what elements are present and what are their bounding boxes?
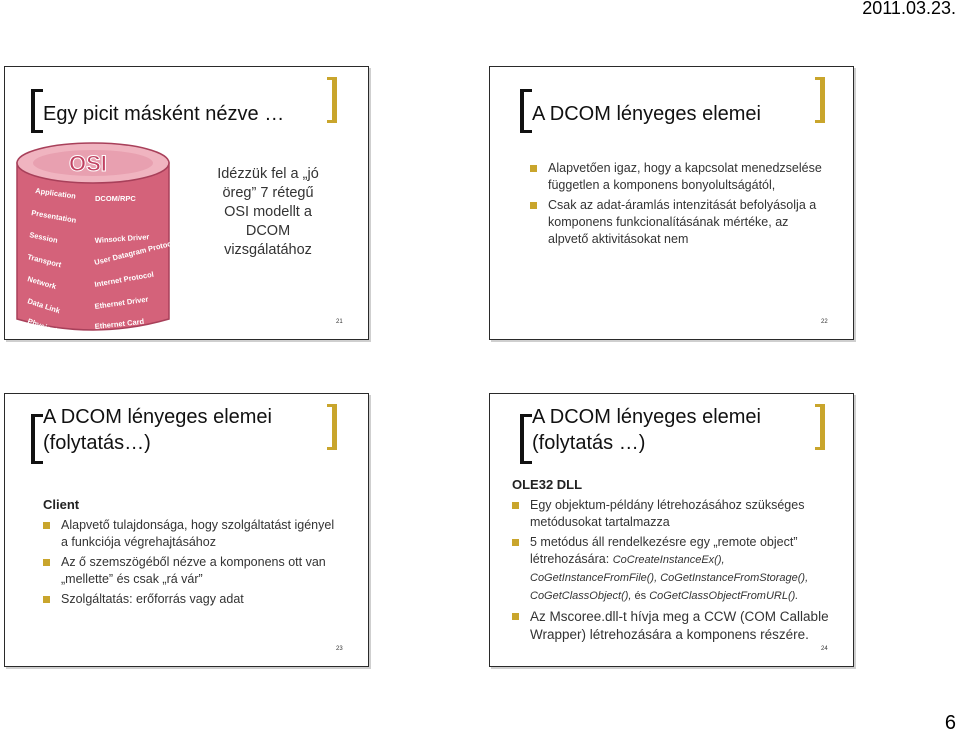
osi-cylinder-diagram: OSI Application Presentation Session Tra…: [16, 142, 173, 335]
slide-23: A DCOM lényeges elemei (folytatás…) Clie…: [4, 393, 369, 667]
slide-title-line1: A DCOM lényeges elemei: [532, 406, 761, 428]
slide-text: Idézzük fel a „jó öreg” 7 rétegű OSI mod…: [217, 166, 319, 258]
title-bracket-left: [520, 414, 532, 464]
bullet-list: Alapvető tulajdonsága, hogy szolgáltatás…: [43, 517, 343, 611]
slide-number: 22: [821, 319, 828, 325]
list-item-text: 5 metódus áll rendelkezésre egy „remote …: [530, 535, 798, 566]
title-bracket-left: [31, 414, 43, 464]
square-bullet-icon: [530, 202, 537, 209]
title-bracket-left: [31, 89, 43, 133]
page-number: 6: [944, 712, 956, 734]
conjunction-text: és: [634, 590, 650, 602]
osi-protocol-dcom-rpc: DCOM/RPC: [95, 194, 136, 203]
osi-protocol-winsock: Winsock Driver: [95, 232, 150, 245]
square-bullet-icon: [530, 165, 537, 172]
square-bullet-icon: [512, 502, 519, 509]
slide-title: Egy picit másként nézve …: [43, 103, 285, 125]
slide-22: A DCOM lényeges elemei Alapvetően igaz, …: [489, 66, 854, 340]
slide-title-line2: (folytatás …): [532, 432, 646, 454]
title-bracket-left: [520, 89, 532, 133]
slide-21: Egy picit másként nézve … OSI Applicatio…: [4, 66, 369, 340]
section-heading: OLE32 DLL: [512, 477, 583, 492]
list-item-text: Szolgáltatás: erőforrás vagy adat: [61, 592, 244, 606]
slide-title: A DCOM lényeges elemei: [532, 103, 761, 125]
list-item: Az ő szemszögéből nézve a komponens ott …: [43, 554, 343, 588]
list-item: Szolgáltatás: erőforrás vagy adat: [43, 591, 343, 608]
slide-title-line1: A DCOM lényeges elemei: [43, 406, 272, 428]
bullet-list: Egy objektum-példány létrehozásához szük…: [512, 497, 842, 647]
osi-cylinder-body: [16, 162, 170, 331]
osi-cylinder-top-inner: [33, 150, 153, 176]
list-item-text: Alapvetően igaz, hogy a kapcsolat menedz…: [548, 161, 822, 192]
method-list-text: CoCreateInstanceEx(), CoGetInstanceFromF…: [530, 554, 809, 602]
list-item-text: Az ő szemszögéből nézve a komponens ott …: [61, 555, 326, 586]
page-date: 2011.03.23.: [862, 0, 956, 18]
title-bracket-right: [327, 404, 337, 450]
square-bullet-icon: [43, 559, 50, 566]
list-item-text: Egy objektum-példány létrehozásához szük…: [530, 498, 805, 529]
square-bullet-icon: [43, 522, 50, 529]
square-bullet-icon: [512, 539, 519, 546]
list-item: 5 metódus áll rendelkezésre egy „remote …: [512, 534, 842, 605]
bullet-list: Alapvetően igaz, hogy a kapcsolat menedz…: [530, 160, 822, 251]
osi-label: OSI: [69, 151, 107, 176]
list-item-text: Alapvető tulajdonsága, hogy szolgáltatás…: [61, 518, 335, 549]
method-last-text: CoGetClassObjectFromURL().: [649, 590, 799, 602]
list-item: Csak az adat-áramlás intenzitását befoly…: [530, 197, 822, 248]
slide-number: 24: [821, 646, 828, 652]
title-bracket-right: [815, 77, 825, 123]
square-bullet-icon: [512, 613, 519, 620]
title-bracket-right: [815, 404, 825, 450]
list-item: Az Mscoree.dll-t hívja meg a CCW (COM Ca…: [512, 608, 842, 644]
slide-number: 23: [336, 646, 343, 652]
list-item-text: Csak az adat-áramlás intenzitását befoly…: [548, 198, 817, 246]
slide-24: A DCOM lényeges elemei (folytatás …) OLE…: [489, 393, 854, 667]
square-bullet-icon: [43, 596, 50, 603]
list-item-text: Az Mscoree.dll-t hívja meg a CCW (COM Ca…: [530, 609, 829, 642]
slide-title-line2: (folytatás…): [43, 432, 151, 454]
list-item: Alapvetően igaz, hogy a kapcsolat menedz…: [530, 160, 822, 194]
list-item: Alapvető tulajdonsága, hogy szolgáltatás…: [43, 517, 343, 551]
title-bracket-right: [327, 77, 337, 123]
section-heading: Client: [43, 497, 80, 512]
slide-number: 21: [336, 319, 343, 325]
list-item: Egy objektum-példány létrehozásához szük…: [512, 497, 842, 531]
